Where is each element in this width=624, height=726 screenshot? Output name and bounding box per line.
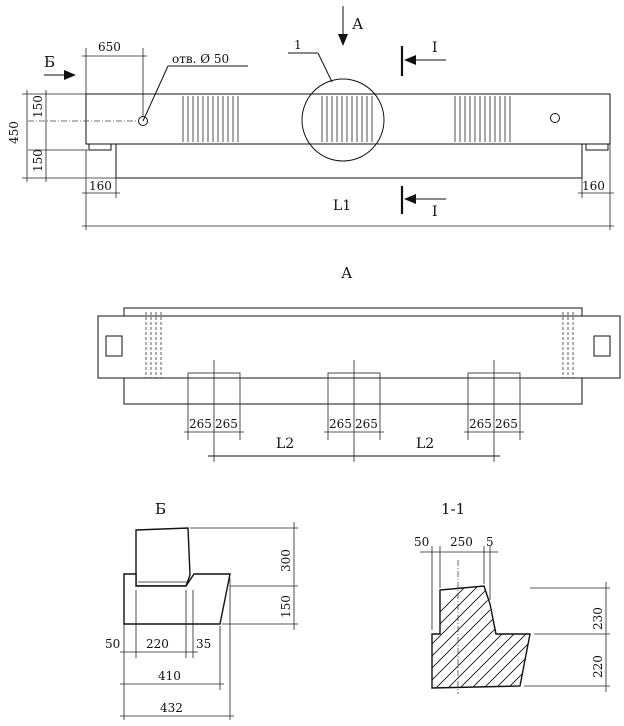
dim-L1-text: L1	[333, 198, 351, 214]
view-a-slot-left	[105, 335, 123, 357]
view-b-arrow-label: Б	[44, 53, 55, 71]
section-title: 1-1	[441, 500, 465, 518]
hole-label: отв. Ø 50	[172, 52, 229, 66]
view-b-title: Б	[155, 500, 166, 518]
va-dim-b1: 265	[329, 417, 352, 431]
callout-leader	[317, 52, 333, 83]
view-a-arrow-label: А	[352, 15, 364, 33]
support-right	[585, 143, 609, 151]
va-dim-a2: 265	[215, 417, 238, 431]
dim-450-text: 450	[7, 121, 21, 144]
dim-150a-text: 150	[31, 95, 45, 118]
view-a-top-flange	[123, 307, 583, 317]
va-dim-c2: 265	[495, 417, 518, 431]
hatch-band-left	[182, 96, 239, 142]
sec-dim-220: 220	[591, 655, 605, 678]
section-label-bottom: I	[432, 204, 438, 220]
section-outline	[431, 585, 531, 689]
va-dim-L2a: L2	[276, 436, 294, 452]
dim-150b-text: 150	[31, 149, 45, 172]
view-a-arrow-head	[338, 34, 348, 46]
vb-dim-50: 50	[105, 637, 120, 651]
vb-dim-220: 220	[146, 637, 169, 651]
hole-right	[550, 113, 560, 123]
vb-dim-150: 150	[279, 595, 293, 618]
vb-dim-432: 432	[160, 701, 183, 715]
view-b-upper-block	[135, 527, 191, 587]
beam-upper-outline	[85, 93, 611, 145]
view-a-slot-right	[593, 335, 611, 357]
sec-dim-50: 50	[414, 535, 429, 549]
sec-dim-5: 5	[486, 535, 494, 549]
va-dim-L2b: L2	[416, 436, 434, 452]
hatch-band-center	[321, 96, 373, 142]
view-a-base	[123, 377, 583, 405]
section-label-top: I	[432, 40, 438, 56]
section-arrow-top-head	[404, 55, 416, 65]
sec-dim-230: 230	[591, 607, 605, 630]
sec-dim-250: 250	[450, 535, 473, 549]
section-arrow-bottom-head	[404, 194, 416, 204]
va-dim-a1: 265	[189, 417, 212, 431]
dim-160l-text: 160	[89, 179, 112, 193]
va-dim-b2: 265	[355, 417, 378, 431]
view-a: А 265 265 265 265 265 265	[97, 264, 621, 462]
hole-left	[138, 116, 148, 126]
section-1-1: 1-1 50 250 5	[414, 500, 610, 694]
view-a-main-body	[97, 315, 621, 379]
beam-lower-outline	[115, 144, 583, 179]
view-b-arrow-head	[64, 70, 76, 80]
vb-dim-300: 300	[279, 549, 293, 572]
dim-650-text: 650	[98, 40, 121, 54]
vb-dim-410: 410	[158, 669, 181, 683]
detail-callout-circle	[301, 78, 385, 162]
view-a-title: А	[341, 264, 353, 282]
hatch-band-right	[454, 96, 511, 142]
hole-leader	[142, 65, 169, 122]
elevation-view: 1 отв. Ø 50 А Б I I 650	[7, 6, 614, 230]
view-b-lower-block	[123, 573, 231, 625]
callout-number: 1	[294, 38, 302, 52]
view-b: Б 300 150 50 220 35 410 432	[105, 500, 298, 720]
support-left	[88, 143, 112, 151]
vb-dim-35: 35	[196, 637, 211, 651]
dim-160r-text: 160	[582, 179, 605, 193]
va-dim-c1: 265	[469, 417, 492, 431]
